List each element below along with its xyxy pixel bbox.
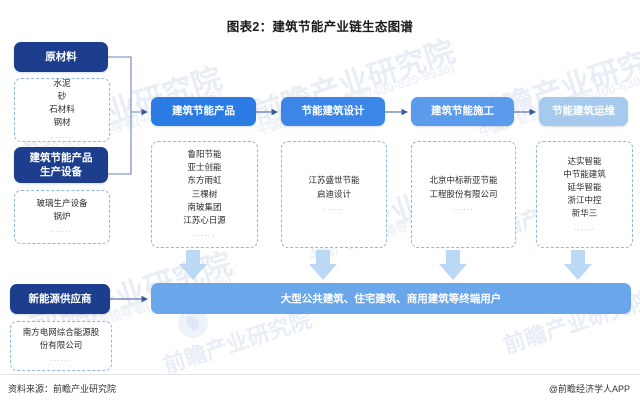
panel-production-equipment: 玻璃生产设备 锅炉 ...... [14,190,110,244]
node-end-users-label: 大型公共建筑、住宅建筑、商用建筑等终端用户 [280,293,502,305]
node-end-users[interactable]: 大型公共建筑、住宅建筑、商用建筑等终端用户 [151,283,631,314]
ellipsis: ...... [453,204,474,212]
panel-raw-materials: 水泥 砂 石材料 钢材 ...... [14,78,110,142]
list-item: 延华智能 [567,181,602,192]
node-production-equipment-label-line2: 生产设备 [40,166,82,178]
app-credit: @前瞻经济学人APP [548,384,630,394]
panel-energy-saving-products: 鲁阳节能 亚士创能 东方雨虹 三棵树 南玻集团 江苏心日源 ...... [151,141,258,248]
list-item: 启迪设计 [316,188,351,199]
node-operation-maintenance[interactable]: 节能建筑运维 [539,97,628,126]
list-item: 石材料 [49,104,75,115]
ellipsis: ...... [51,227,73,235]
node-operation-maintenance-label: 节能建筑运维 [552,105,615,118]
ellipsis: ...... [574,224,595,232]
node-construction-label: 建筑节能施工 [431,105,494,118]
panel-new-energy-supplier: 南方电网综合能源股 份有限公司 ...... [10,321,112,371]
node-building-design-label: 节能建筑设计 [301,105,365,118]
list-item: 亚士创能 [187,162,222,173]
list-item: 三棵树 [191,188,218,199]
list-item: 江苏心日源 [183,214,226,225]
list-item: 中节能建筑 [563,168,606,179]
list-item: 东方雨虹 [187,175,222,186]
node-energy-saving-products-label: 建筑节能产品 [172,105,235,118]
node-energy-saving-products[interactable]: 建筑节能产品 [151,97,256,126]
page-title: 图表2：建筑节能产业链生态图谱 [226,20,414,34]
panel-construction: 北京中标新亚节能 工程股份有限公司 ...... [411,141,516,248]
list-item: 水泥 [53,77,71,88]
source-note: 资料来源：前瞻产业研究院 [8,384,117,394]
list-item: 锅炉 [53,211,71,222]
footer-divider [0,374,640,375]
list-item: 达实智能 [567,155,602,166]
list-item: 南玻集团 [187,201,222,212]
list-item: 北京中标新亚节能 [429,175,498,186]
node-building-design[interactable]: 节能建筑设计 [281,97,385,126]
panel-building-design: 江苏盛世节能 启迪设计 ...... [281,141,387,248]
node-production-equipment[interactable]: 建筑节能产品 生产设备 [14,147,108,183]
ellipsis: ...... [323,204,345,212]
node-raw-materials-label: 原材料 [45,50,77,63]
list-item: 砂 [57,90,67,101]
panel-operation-maintenance: 达实智能 中节能建筑 延华智能 浙江中控 新华三 ...... [536,141,633,248]
node-raw-materials[interactable]: 原材料 [14,42,108,72]
node-new-energy-supplier-label: 新能源供应商 [28,292,92,305]
ellipsis: ...... [51,133,73,141]
list-item: 工程股份有限公司 [429,188,498,199]
ellipsis: ...... [50,356,72,364]
list-item: 浙江中控 [567,195,602,206]
list-item: 新华三 [571,208,598,219]
list-item: 钢材 [53,117,71,128]
node-construction[interactable]: 建筑节能施工 [411,97,514,126]
list-item: 鲁阳节能 [187,149,222,160]
list-item: 玻璃生产设备 [36,197,88,208]
list-item: 南方电网综合能源股 [22,326,100,337]
list-item: 江苏盛世节能 [308,175,360,186]
ellipsis: ...... [194,231,215,239]
node-production-equipment-label-line1: 建筑节能产品 [29,151,93,164]
list-item: 份有限公司 [39,340,83,351]
node-new-energy-supplier[interactable]: 新能源供应商 [10,284,110,314]
